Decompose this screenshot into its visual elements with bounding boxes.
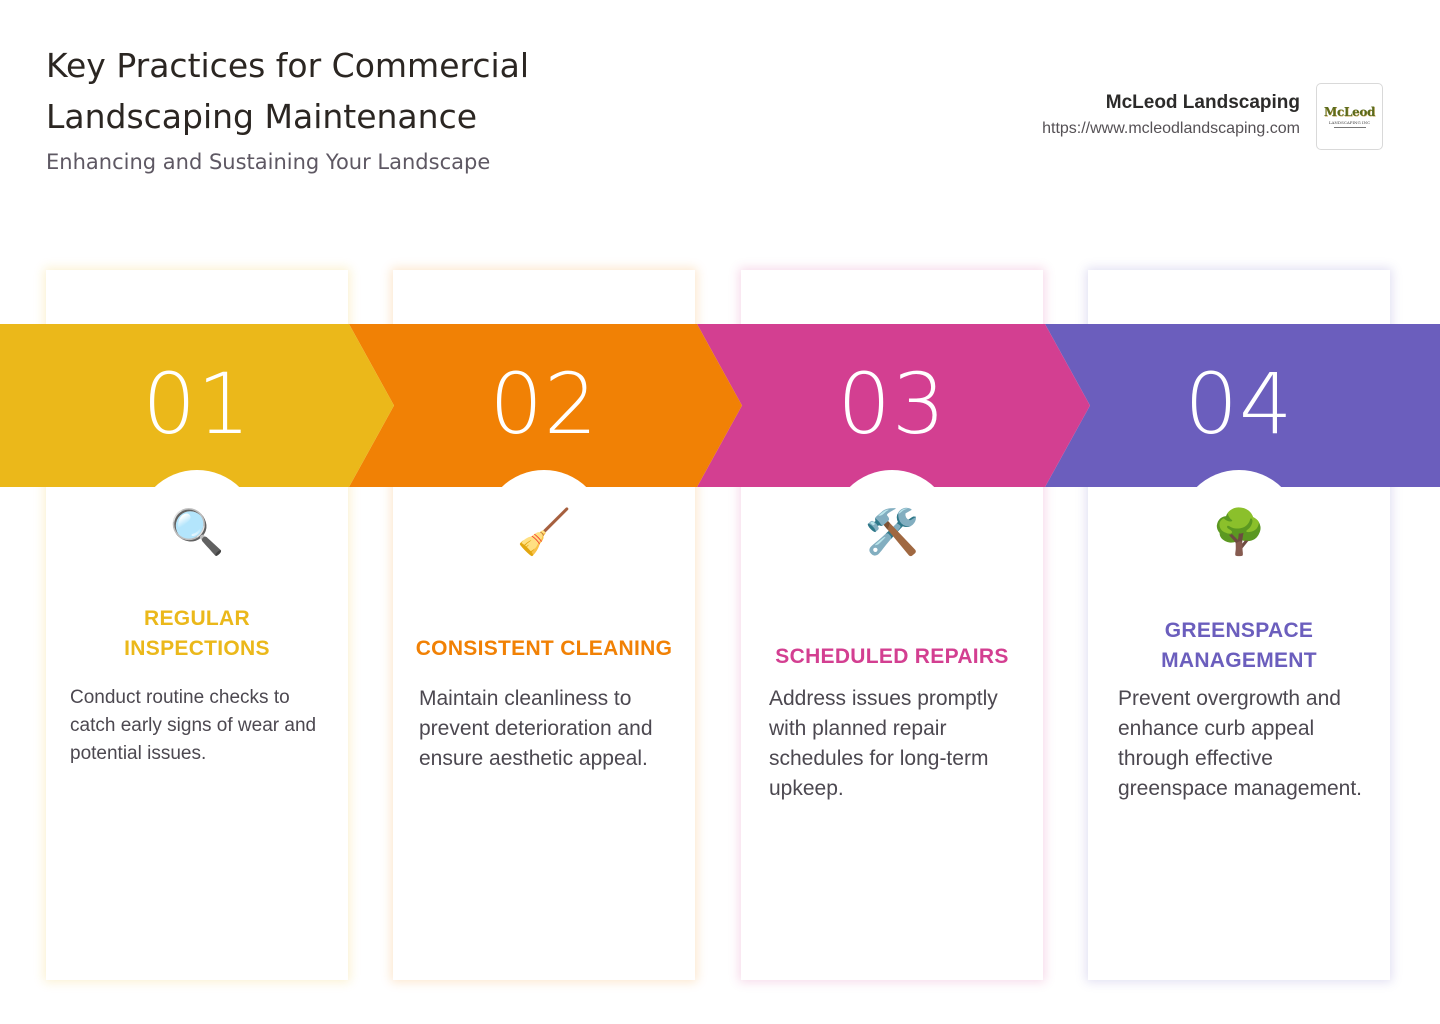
- icon-backdrop-1: [136, 470, 258, 592]
- arrow-segment-4: [1045, 324, 1440, 487]
- step-number-3: 03: [837, 355, 947, 453]
- arrow-segment-1: [0, 324, 394, 487]
- step-description-1: Conduct routine checks to catch early si…: [70, 687, 317, 764]
- hammer-and-wrench-icon: 🛠️: [864, 507, 920, 558]
- logo-wordmark: McLeod: [1323, 105, 1376, 119]
- step-title-4: GREENSPACE MANAGEMENT: [1161, 619, 1317, 672]
- broom-icon: 🧹: [516, 507, 572, 558]
- step-title-2: CONSISTENT CLEANING: [415, 637, 673, 660]
- step-number-1: 01: [142, 355, 252, 453]
- brand-name: McLeod Landscaping: [1105, 92, 1300, 113]
- step-number-2: 02: [489, 355, 599, 453]
- icon-backdrop-4: [1178, 470, 1300, 592]
- step-description-4: Prevent overgrowth and enhance curb appe…: [1118, 687, 1362, 800]
- brand-logo: McLeod LANDSCAPING INC: [1316, 83, 1383, 150]
- magnifying-glass-icon: 🔍: [169, 507, 225, 558]
- logo-subtext: LANDSCAPING INC: [1328, 120, 1371, 125]
- arrow-segment-3: [697, 324, 1090, 487]
- step-description-3: Address issues promptly with planned rep…: [769, 687, 998, 800]
- icon-backdrop-2: [483, 470, 605, 592]
- step-description-2: Maintain cleanliness to prevent deterior…: [419, 687, 653, 770]
- brand-url[interactable]: https://www.mcleodlandscaping.com: [1042, 120, 1300, 137]
- page-title: Key Practices for Commercial Landscaping…: [46, 46, 530, 136]
- step-title-1: REGULAR INSPECTIONS: [124, 607, 270, 660]
- brand-block: McLeod Landscaping https://www.mcleodlan…: [1042, 90, 1300, 142]
- step-title-3: SCHEDULED REPAIRS: [775, 645, 1009, 668]
- step-arrow-band: [0, 324, 1440, 487]
- step-number-4: 04: [1184, 355, 1294, 453]
- page-subtitle: Enhancing and Sustaining Your Landscape: [46, 150, 491, 174]
- tree-icon: 🌳: [1211, 507, 1267, 558]
- logo-divider: [1333, 127, 1366, 128]
- arrow-segment-2: [349, 324, 742, 487]
- icon-backdrop-3: [831, 470, 953, 592]
